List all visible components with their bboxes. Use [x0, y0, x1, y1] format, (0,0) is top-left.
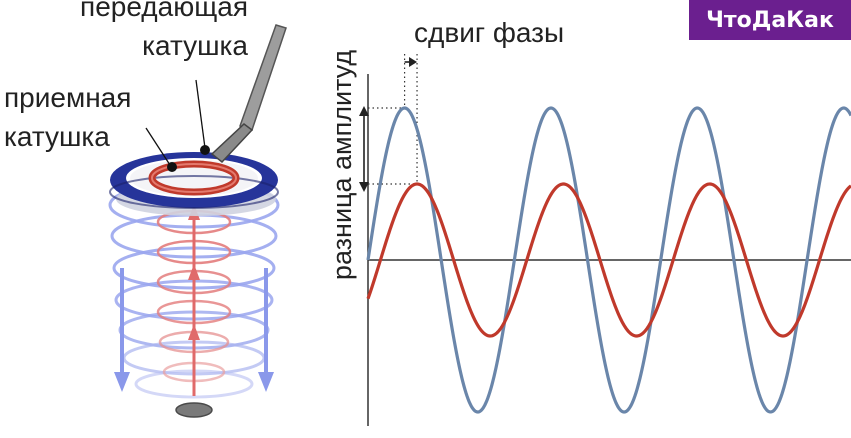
field-direction-arrows [114, 200, 274, 396]
watermark-badge: ЧтоДаКак [689, 0, 851, 40]
transmit-coil-label-line1: передающая [80, 0, 248, 22]
phase-shift-marker [404, 57, 418, 67]
guide-lines [368, 54, 418, 185]
coil-illustration: передающая катушка приемная катушка [4, 0, 287, 418]
receive-coil-label-line1: приемная [4, 82, 131, 113]
receive-coil-label-line2: катушка [4, 121, 110, 152]
receive-wave [366, 182, 851, 338]
metal-object [175, 402, 213, 418]
transmit-coil [109, 152, 279, 209]
amplitude-difference-label: разница амплитуд [327, 50, 357, 280]
amplitude-difference-marker [359, 106, 369, 192]
receive-coil [148, 160, 240, 196]
phase-shift-label: сдвиг фазы [414, 17, 564, 48]
detector-shaft [210, 24, 287, 164]
label-leaders [145, 79, 210, 172]
wave-plot: сдвиг фазы разница амплитуд [327, 17, 851, 426]
transmit-wave [366, 106, 851, 414]
transmit-coil-label-line2: катушка [142, 30, 248, 61]
